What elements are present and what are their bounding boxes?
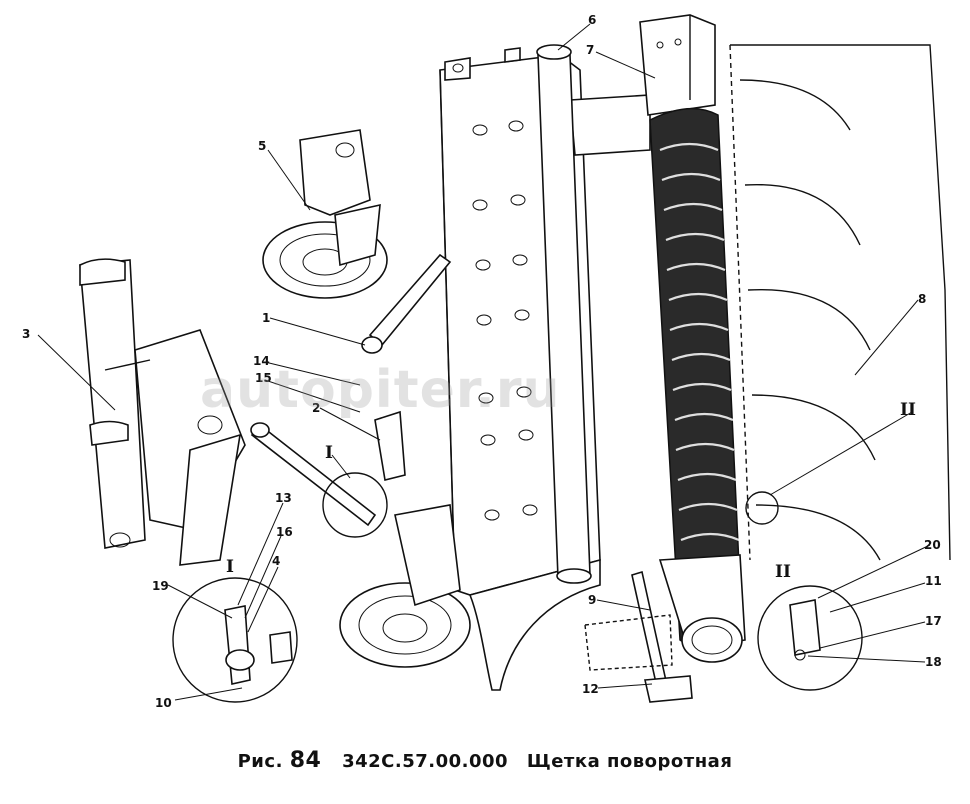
frame-3 xyxy=(79,258,246,566)
callout-16: 16 xyxy=(276,525,293,539)
watermark: autopiter.ru xyxy=(200,360,561,420)
callout-7: 7 xyxy=(586,43,594,57)
detail-circle-two xyxy=(757,585,863,691)
leader-lines xyxy=(37,23,931,701)
callout-4: 4 xyxy=(272,554,280,568)
callout-3: 3 xyxy=(22,327,30,341)
detail-circle-two-small xyxy=(745,491,779,525)
figure-label: Рис. xyxy=(237,751,283,772)
callout-18: 18 xyxy=(925,655,942,669)
callout-6: 6 xyxy=(588,13,596,27)
detail-circle-one xyxy=(172,577,298,703)
callout-5: 5 xyxy=(258,139,266,153)
callout-1: 1 xyxy=(262,311,270,325)
callout-12: 12 xyxy=(582,682,599,696)
support-post-2 xyxy=(374,410,406,481)
callout-11: 11 xyxy=(925,574,942,588)
link-rod xyxy=(250,422,377,527)
callout-17: 17 xyxy=(925,614,942,628)
view-label-i-middle: I xyxy=(325,443,333,463)
callout-2: 2 xyxy=(312,401,320,415)
detail-circle-one-small xyxy=(322,472,388,538)
view-label-ii-lower: II xyxy=(775,562,791,582)
callout-8: 8 xyxy=(918,292,926,306)
vertical-tube xyxy=(536,44,592,584)
figure-number: 84 xyxy=(289,748,322,773)
stand-9 xyxy=(584,570,693,703)
callout-14: 14 xyxy=(253,354,270,368)
figure-title: Щетка поворотная xyxy=(526,751,733,772)
wheel-assembly-lower xyxy=(339,504,471,668)
callout-9: 9 xyxy=(588,593,596,607)
bracket-7 xyxy=(639,14,716,116)
hydraulic-cylinder-1 xyxy=(361,253,452,354)
guard-shield-8 xyxy=(729,44,951,561)
callout-19: 19 xyxy=(152,579,169,593)
wheel-assembly-5 xyxy=(262,129,388,299)
figure-caption: Рис. 84 342С.57.00.000 Щетка поворотная xyxy=(0,748,970,773)
callout-13: 13 xyxy=(275,491,292,505)
view-label-i-lower: I xyxy=(226,557,234,577)
callout-labels: 1 2 3 4 5 6 7 8 9 10 11 12 13 14 15 16 1… xyxy=(22,13,942,710)
view-label-ii-upper: II xyxy=(900,400,916,420)
callout-15: 15 xyxy=(255,371,272,385)
brush-cylinder xyxy=(649,107,746,663)
callout-20: 20 xyxy=(924,538,941,552)
part-code: 342С.57.00.000 xyxy=(342,751,509,772)
callout-10: 10 xyxy=(155,696,172,710)
